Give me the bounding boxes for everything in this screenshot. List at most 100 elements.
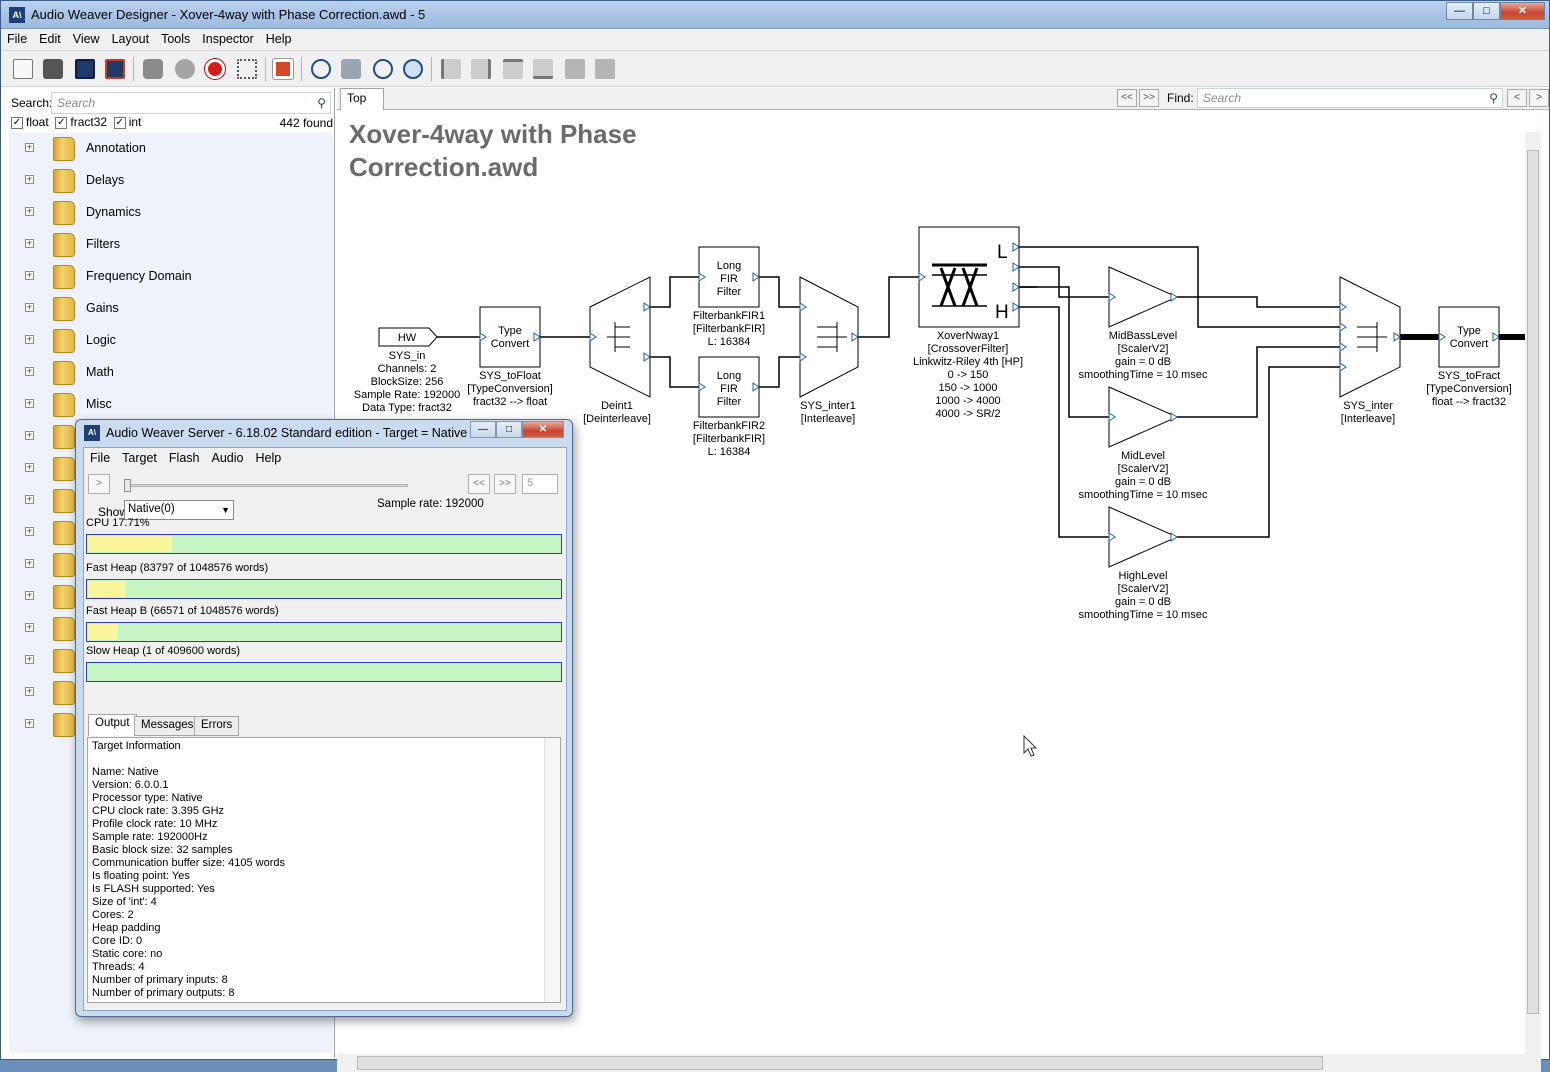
server-title-bar[interactable]: A\ Audio Weaver Server - 6.18.02 Standar…	[76, 420, 572, 446]
expand-icon[interactable]: +	[25, 526, 34, 536]
output-scrollbar[interactable]	[544, 738, 560, 1002]
expand-icon[interactable]: +	[25, 142, 34, 152]
show-select[interactable]: Native(0)▼	[124, 500, 234, 520]
align-bottom-icon[interactable]	[531, 57, 555, 81]
tree-item[interactable]: +	[9, 517, 329, 547]
position-slider[interactable]	[124, 479, 408, 492]
maximize-button[interactable]: □	[496, 421, 522, 438]
tree-item[interactable]: +	[9, 421, 329, 451]
server-menu-help[interactable]: Help	[255, 451, 282, 465]
tree-item[interactable]: +	[9, 677, 329, 707]
expand-icon[interactable]: +	[25, 558, 34, 568]
tree-item-annotation[interactable]: +Annotation	[9, 133, 329, 163]
find-next-button[interactable]: >	[1529, 89, 1549, 107]
expand-icon[interactable]: +	[25, 654, 34, 664]
nav-prev-button[interactable]: <<	[1117, 89, 1137, 107]
menu-file[interactable]: File	[7, 32, 28, 46]
fir-filter-block[interactable]: Long FIR Filter	[698, 356, 760, 418]
server-menu-target[interactable]: Target	[122, 451, 157, 465]
zoom-selection-icon[interactable]	[401, 57, 425, 81]
expand-icon[interactable]: +	[25, 334, 34, 344]
tree-item-gains[interactable]: +Gains	[9, 293, 329, 323]
filter-int[interactable]: ✓int	[113, 115, 142, 129]
expand-icon[interactable]: +	[25, 622, 34, 632]
tree-item[interactable]: +	[9, 485, 329, 515]
expand-icon[interactable]: +	[25, 494, 34, 504]
zoom-in-icon[interactable]	[309, 57, 333, 81]
hw-source-block[interactable]: HW	[378, 327, 438, 347]
tree-item-logic[interactable]: +Logic	[9, 325, 329, 355]
tree-item-delays[interactable]: +Delays	[9, 165, 329, 195]
stop-icon[interactable]	[203, 57, 227, 81]
frame-input[interactable]: 5	[522, 474, 558, 494]
distribute-horizontal-icon[interactable]	[563, 57, 587, 81]
tree-item-frequency-domain[interactable]: +Frequency Domain	[9, 261, 329, 291]
minimize-button[interactable]: —	[470, 421, 496, 438]
midbass-scaler-block[interactable]	[1108, 266, 1179, 328]
new-icon[interactable]	[11, 57, 35, 81]
mid-scaler-block[interactable]	[1108, 386, 1179, 448]
minimize-button[interactable]: —	[1446, 2, 1473, 20]
align-right-icon[interactable]	[469, 57, 493, 81]
type-convert-block[interactable]: Type Convert	[479, 306, 541, 368]
find-input[interactable]: Search ⚲	[1197, 88, 1503, 108]
deinterleave-block[interactable]	[589, 276, 651, 398]
tree-item-math[interactable]: +Math	[9, 357, 329, 387]
build-icon[interactable]	[141, 57, 165, 81]
open-folder-icon[interactable]	[41, 57, 65, 81]
sys-interleave-block[interactable]	[1339, 276, 1401, 398]
interleave-block[interactable]	[799, 276, 859, 398]
find-prev-button[interactable]: <	[1507, 89, 1527, 107]
tab-top[interactable]: Top	[340, 88, 384, 110]
filter-fract32[interactable]: ✓fract32	[55, 115, 108, 129]
menu-inspector[interactable]: Inspector	[202, 32, 254, 46]
tree-item-filters[interactable]: +Filters	[9, 229, 329, 259]
menu-layout[interactable]: Layout	[111, 32, 150, 46]
menu-view[interactable]: View	[72, 32, 100, 46]
crossover-block[interactable]: L H	[918, 226, 1020, 328]
zoom-out-icon[interactable]	[371, 57, 395, 81]
maximize-button[interactable]: □	[1473, 2, 1500, 20]
server-menu-flash[interactable]: Flash	[168, 451, 200, 465]
tab-output[interactable]: Output	[88, 714, 137, 736]
tab-errors[interactable]: Errors	[194, 716, 240, 736]
tree-item-misc[interactable]: +Misc	[9, 389, 329, 419]
expand-icon[interactable]: +	[25, 590, 34, 600]
expand-icon[interactable]: +	[25, 238, 34, 248]
search-icon[interactable]: ⚲	[1489, 91, 1498, 105]
close-button[interactable]: ✕	[1500, 2, 1545, 20]
checkbox-icon[interactable]: ✓	[113, 116, 126, 129]
server-menu-file[interactable]: File	[90, 451, 111, 465]
play-button[interactable]: >	[88, 474, 110, 494]
nav-next-button[interactable]: >>	[1139, 89, 1159, 107]
horizontal-scrollbar[interactable]	[337, 1054, 1541, 1072]
fir-filter-block[interactable]: Long FIR Filter	[698, 246, 760, 308]
expand-icon[interactable]: +	[25, 430, 34, 440]
layout-icon[interactable]	[235, 57, 259, 81]
prev-button[interactable]: <<	[468, 474, 490, 494]
vertical-scrollbar[interactable]	[1525, 132, 1541, 1054]
filter-float[interactable]: ✓float	[11, 115, 49, 129]
close-button[interactable]: ✕	[522, 421, 564, 438]
menu-edit[interactable]: Edit	[39, 32, 61, 46]
expand-icon[interactable]: +	[25, 206, 34, 216]
menu-tools[interactable]: Tools	[161, 32, 191, 46]
search-icon[interactable]: ⚲	[317, 96, 326, 110]
type-convert-block[interactable]: Type Convert	[1438, 306, 1500, 368]
profile-icon[interactable]	[271, 57, 295, 81]
save-as-icon[interactable]	[103, 57, 127, 81]
tree-item-dynamics[interactable]: +Dynamics	[9, 197, 329, 227]
menu-help[interactable]: Help	[265, 32, 292, 46]
expand-icon[interactable]: +	[25, 718, 34, 728]
tab-messages[interactable]: Messages	[134, 716, 201, 736]
expand-icon[interactable]: +	[25, 398, 34, 408]
tree-item[interactable]: +	[9, 581, 329, 611]
tree-item[interactable]: +	[9, 453, 329, 483]
run-icon[interactable]	[173, 57, 197, 81]
module-search-input[interactable]: Search ⚲	[51, 92, 331, 114]
scroll-thumb[interactable]	[357, 1056, 1323, 1070]
align-top-icon[interactable]	[501, 57, 525, 81]
tree-item[interactable]: +	[9, 549, 329, 579]
align-left-icon[interactable]	[439, 57, 463, 81]
expand-icon[interactable]: +	[25, 462, 34, 472]
